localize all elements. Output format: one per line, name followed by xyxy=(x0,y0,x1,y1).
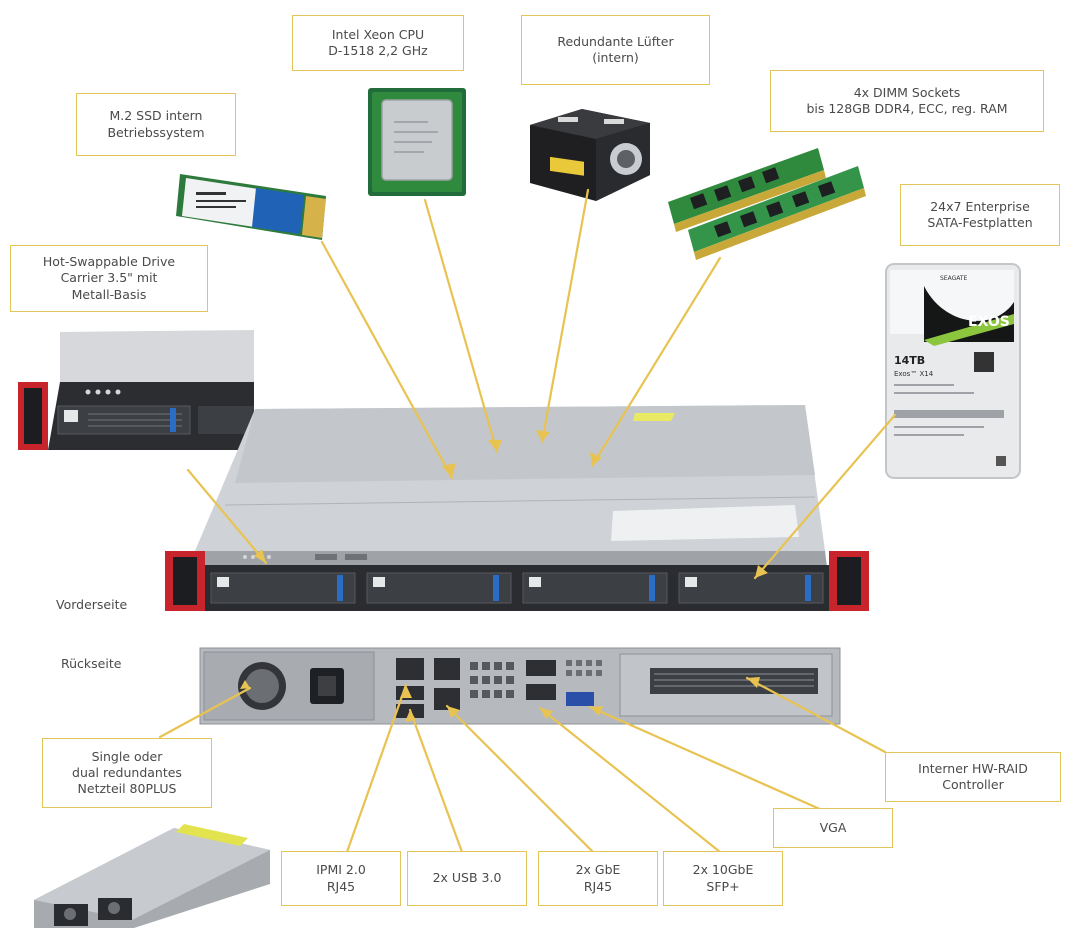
callout-psu: Single oder dual redundantes Netzteil 80… xyxy=(42,738,212,808)
server-rear-image xyxy=(199,647,841,725)
label-rear: Rückseite xyxy=(61,656,122,671)
callout-sfp-line2: SFP+ xyxy=(706,878,740,894)
callout-dimm: 4x DIMM Sockets bis 128GB DDR4, ECC, reg… xyxy=(770,70,1044,132)
callout-usb-line1: 2x USB 3.0 xyxy=(432,870,502,886)
callout-usb: 2x USB 3.0 xyxy=(407,851,527,906)
callout-fans-line2: (intern) xyxy=(592,50,639,65)
callout-vga-line1: VGA xyxy=(819,819,847,835)
psu-modules-image xyxy=(34,824,270,928)
callout-hdd-line2: SATA-Festplatten xyxy=(927,215,1033,230)
callout-ssd-line1: M.2 SSD intern xyxy=(109,108,203,124)
callout-ssd: M.2 SSD intern Betriebssystem xyxy=(76,93,236,156)
callout-hdd-line1: 24x7 Enterprise xyxy=(930,198,1030,214)
leader-sfp xyxy=(538,706,722,854)
leader-gbe xyxy=(445,704,595,854)
callout-sfp: 2x 10GbE SFP+ xyxy=(663,851,783,906)
callout-dimm-line1: 4x DIMM Sockets xyxy=(853,84,961,100)
callout-ipmi-line2: RJ45 xyxy=(326,878,356,894)
callout-carrier-line2: Carrier 3.5" mit xyxy=(60,270,158,286)
callout-fans-line1: Redundante Lüfter xyxy=(557,33,674,49)
drive-carrier-image xyxy=(18,330,254,450)
callout-vga: VGA xyxy=(773,808,893,848)
hdd-brand-text: EXOS xyxy=(968,314,1010,330)
fan-module-image xyxy=(530,109,650,201)
callout-carrier-line3: Metall-Basis xyxy=(71,286,147,302)
callout-gbe-line2: RJ45 xyxy=(583,878,613,894)
server-chassis-image xyxy=(165,405,869,611)
callout-sfp-line1: 2x 10GbE xyxy=(692,862,754,878)
callout-gbe: 2x GbE RJ45 xyxy=(538,851,658,906)
m2-ssd-image xyxy=(176,174,326,240)
callout-ssd-line2: Betriebssystem xyxy=(107,124,205,140)
hdd-maker-text: SEAGATE xyxy=(940,275,968,282)
leader-usb xyxy=(408,708,464,854)
callout-carrier: Hot-Swappable Drive Carrier 3.5" mit Met… xyxy=(10,245,208,312)
callout-cpu-line1: Intel Xeon CPU xyxy=(331,26,425,42)
callout-raid-line1: Interner HW-RAID xyxy=(918,760,1028,776)
callout-psu-line1: Single oder xyxy=(91,748,163,764)
callout-hdd: 24x7 Enterprise SATA-Festplatten xyxy=(900,184,1060,246)
cpu-chip-image xyxy=(368,88,466,196)
callout-ipmi-line1: IPMI 2.0 xyxy=(316,862,366,878)
callout-ipmi: IPMI 2.0 RJ45 xyxy=(281,851,401,906)
hard-disk-image: EXOS SEAGATE 14TB Exos™ X14 xyxy=(885,263,1021,479)
hdd-capacity-text: 14TB xyxy=(894,354,925,367)
callout-dimm-line2: bis 128GB DDR4, ECC, reg. RAM xyxy=(806,101,1008,116)
callout-cpu-line2: D-1518 2,2 GHz xyxy=(328,43,428,58)
callout-psu-line2: dual redundantes xyxy=(72,764,182,780)
callout-psu-line3: Netzteil 80PLUS xyxy=(77,781,177,797)
callout-raid-line2: Controller xyxy=(942,777,1004,792)
callout-fans: Redundante Lüfter (intern) xyxy=(521,15,710,85)
hdd-model-text: Exos™ X14 xyxy=(894,370,934,378)
dimm-modules-image xyxy=(668,148,866,260)
callout-gbe-line1: 2x GbE xyxy=(575,862,621,878)
callout-carrier-line1: Hot-Swappable Drive xyxy=(42,254,176,270)
callout-raid: Interner HW-RAID Controller xyxy=(885,752,1061,802)
label-front: Vorderseite xyxy=(56,597,128,612)
callout-cpu: Intel Xeon CPU D-1518 2,2 GHz xyxy=(292,15,464,71)
